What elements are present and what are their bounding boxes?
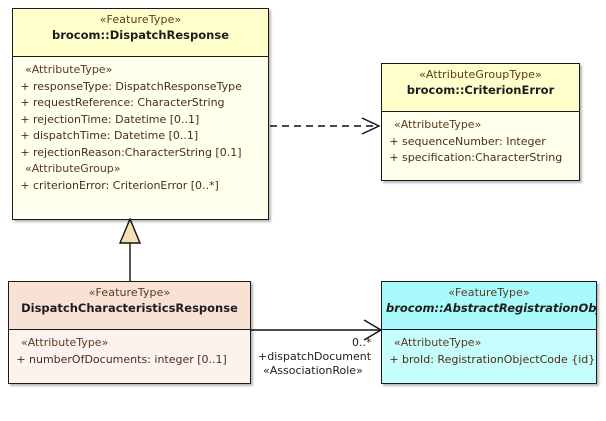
association-role-label: +dispatchDocument bbox=[258, 350, 372, 363]
attribute-visibility: + bbox=[389, 134, 399, 148]
compartment-stereotype-attributetype: «AttributeType» bbox=[394, 118, 482, 131]
class-header-criterion-error: «AttributeGroupType» brocom::CriterionEr… bbox=[382, 64, 579, 112]
attribute-visibility: + bbox=[389, 352, 399, 366]
class-body-criterion-error: «AttributeType» + sequenceNumber: Intege… bbox=[382, 112, 579, 180]
attribute-visibility: + bbox=[20, 79, 30, 93]
attribute-visibility: + bbox=[16, 352, 26, 366]
class-body-dispatch-characteristics-response: «AttributeType» + numberOfDocuments: int… bbox=[9, 330, 250, 383]
attribute-text: specification:CharacterString bbox=[402, 151, 563, 165]
class-title: DispatchCharacteristicsResponse bbox=[21, 300, 238, 315]
generalization-connector bbox=[118, 217, 142, 281]
attribute-row: + numberOfDocuments: integer [0..1] bbox=[13, 352, 246, 369]
attribute-text: sequenceNumber: Integer bbox=[402, 134, 546, 148]
attribute-text: numberOfDocuments: integer [0..1] bbox=[29, 352, 227, 366]
class-stereotype: «FeatureType» bbox=[448, 286, 530, 299]
attribute-row: + rejectionReason:CharacterString [0.1] bbox=[17, 145, 264, 162]
attribute-text: requestReference: CharacterString bbox=[33, 96, 225, 110]
class-box-dispatch-response[interactable]: «FeatureType» brocom::DispatchResponse «… bbox=[12, 8, 269, 220]
attribute-row: + broId: RegistrationObjectCode {id} bbox=[386, 352, 596, 369]
class-box-dispatch-characteristics-response[interactable]: «FeatureType» DispatchCharacteristicsRes… bbox=[8, 281, 251, 384]
class-body-dispatch-response: «AttributeType» + responseType: Dispatch… bbox=[13, 57, 268, 218]
class-header-dispatch-characteristics-response: «FeatureType» DispatchCharacteristicsRes… bbox=[9, 282, 250, 330]
attribute-visibility: + bbox=[20, 112, 30, 126]
class-box-criterion-error[interactable]: «AttributeGroupType» brocom::CriterionEr… bbox=[381, 63, 580, 181]
attribute-row: + sequenceNumber: Integer bbox=[386, 134, 575, 151]
attribute-visibility: + bbox=[389, 151, 399, 165]
compartment-stereotype-attributetype: «AttributeType» bbox=[21, 336, 109, 349]
attribute-row: + requestReference: CharacterString bbox=[17, 95, 264, 112]
class-box-abstract-registration-object[interactable]: «FeatureType» brocom::AbstractRegistrati… bbox=[381, 281, 597, 384]
attribute-row: + criterionError: CriterionError [0..*] bbox=[17, 178, 264, 195]
association-multiplicity-label: 0..* bbox=[352, 336, 372, 349]
attribute-row: + specification:CharacterString bbox=[386, 150, 575, 167]
attribute-visibility: + bbox=[20, 145, 30, 159]
attribute-visibility: + bbox=[20, 129, 30, 143]
attribute-text: rejectionReason:CharacterString [0.1] bbox=[33, 145, 242, 159]
class-stereotype: «FeatureType» bbox=[99, 13, 182, 26]
attribute-text: broId: RegistrationObjectCode {id} bbox=[402, 352, 596, 366]
attribute-row: + dispatchTime: Datetime [0..1] bbox=[17, 128, 264, 145]
attribute-text: rejectionTime: Datetime [0..1] bbox=[33, 112, 200, 126]
attribute-text: dispatchTime: Datetime [0..1] bbox=[33, 129, 199, 143]
class-title: brocom::CriterionError bbox=[406, 82, 555, 97]
compartment-stereotype-attributegroup: «AttributeGroup» bbox=[25, 162, 121, 176]
class-title: brocom::DispatchResponse bbox=[52, 27, 229, 42]
class-body-abstract-registration-object: «AttributeType» + broId: RegistrationObj… bbox=[382, 330, 596, 383]
attribute-visibility: + bbox=[20, 96, 30, 110]
class-header-dispatch-response: «FeatureType» brocom::DispatchResponse bbox=[13, 9, 268, 57]
compartment-stereotype-attributetype: «AttributeType» bbox=[25, 63, 113, 76]
attribute-visibility: + bbox=[20, 179, 30, 193]
dependency-connector bbox=[270, 117, 381, 135]
class-header-abstract-registration-object: «FeatureType» brocom::AbstractRegistrati… bbox=[382, 282, 596, 330]
attribute-text: criterionError: CriterionError [0..*] bbox=[33, 179, 219, 193]
compartment-stereotype-attributetype: «AttributeType» bbox=[394, 336, 482, 349]
class-title: brocom::AbstractRegistrationObject bbox=[386, 300, 597, 315]
attribute-row: + responseType: DispatchResponseType bbox=[17, 79, 264, 96]
association-stereotype-label: «AssociationRole» bbox=[263, 364, 363, 377]
class-stereotype: «FeatureType» bbox=[88, 286, 171, 299]
attribute-row: + rejectionTime: Datetime [0..1] bbox=[17, 112, 264, 129]
class-stereotype: «AttributeGroupType» bbox=[419, 68, 542, 81]
attribute-text: responseType: DispatchResponseType bbox=[33, 79, 242, 93]
